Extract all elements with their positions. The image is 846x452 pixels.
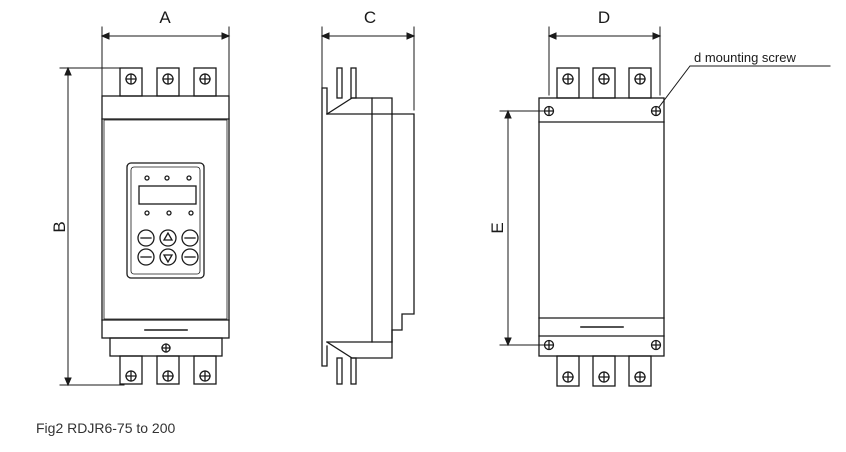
down-arrow-icon <box>159 248 177 266</box>
bottom-terminals <box>556 355 652 387</box>
dimension-b-label: B <box>50 221 69 232</box>
dimension-e <box>499 109 549 347</box>
mounting-screw-icon <box>543 339 555 351</box>
front-housing <box>101 95 230 339</box>
dimension-d <box>547 26 662 96</box>
keypad-button-icon <box>137 229 155 247</box>
terminal-screw-icon <box>598 371 610 383</box>
figure-caption: Fig2 RDJR6-75 to 200 <box>36 420 176 436</box>
mounting-screw-callout: d mounting screw <box>694 50 796 65</box>
dimension-a-label: A <box>159 8 171 27</box>
dimension-b <box>59 66 125 387</box>
mounting-screw-icon <box>650 105 662 117</box>
terminal-screw-icon <box>162 73 174 85</box>
up-arrow-icon <box>159 229 177 247</box>
terminal-screw-icon <box>634 371 646 383</box>
bottom-terminals <box>119 355 217 385</box>
keypad-panel <box>126 162 205 279</box>
mounting-screw-icon <box>650 339 662 351</box>
terminal-screw-icon <box>199 370 211 382</box>
top-terminals <box>556 67 652 99</box>
terminal-screw-icon <box>161 343 171 353</box>
terminal-screw-icon <box>598 73 610 85</box>
terminal-screw-icon <box>199 73 211 85</box>
top-terminals <box>119 67 217 97</box>
dimension-d-label: D <box>598 8 610 27</box>
back-view: D E <box>488 8 831 387</box>
keypad-button-icon <box>181 229 199 247</box>
front-view: A B <box>50 8 231 387</box>
back-housing <box>538 97 665 357</box>
dimension-c-label: C <box>364 8 376 27</box>
callout-leader <box>658 65 831 108</box>
terminal-screw-icon <box>125 370 137 382</box>
terminal-screw-icon <box>634 73 646 85</box>
terminal-screw-icon <box>562 73 574 85</box>
dimension-e-label: E <box>488 222 507 233</box>
dimension-c <box>320 26 416 111</box>
terminal-screw-icon <box>562 371 574 383</box>
keypad-button-icon <box>137 248 155 266</box>
keypad-button-icon <box>181 248 199 266</box>
display-window <box>138 185 197 205</box>
side-view: C <box>320 8 416 385</box>
mounting-screw-icon <box>543 105 555 117</box>
terminal-screw-icon <box>125 73 137 85</box>
dimension-a <box>100 26 231 96</box>
terminal-screw-icon <box>162 370 174 382</box>
